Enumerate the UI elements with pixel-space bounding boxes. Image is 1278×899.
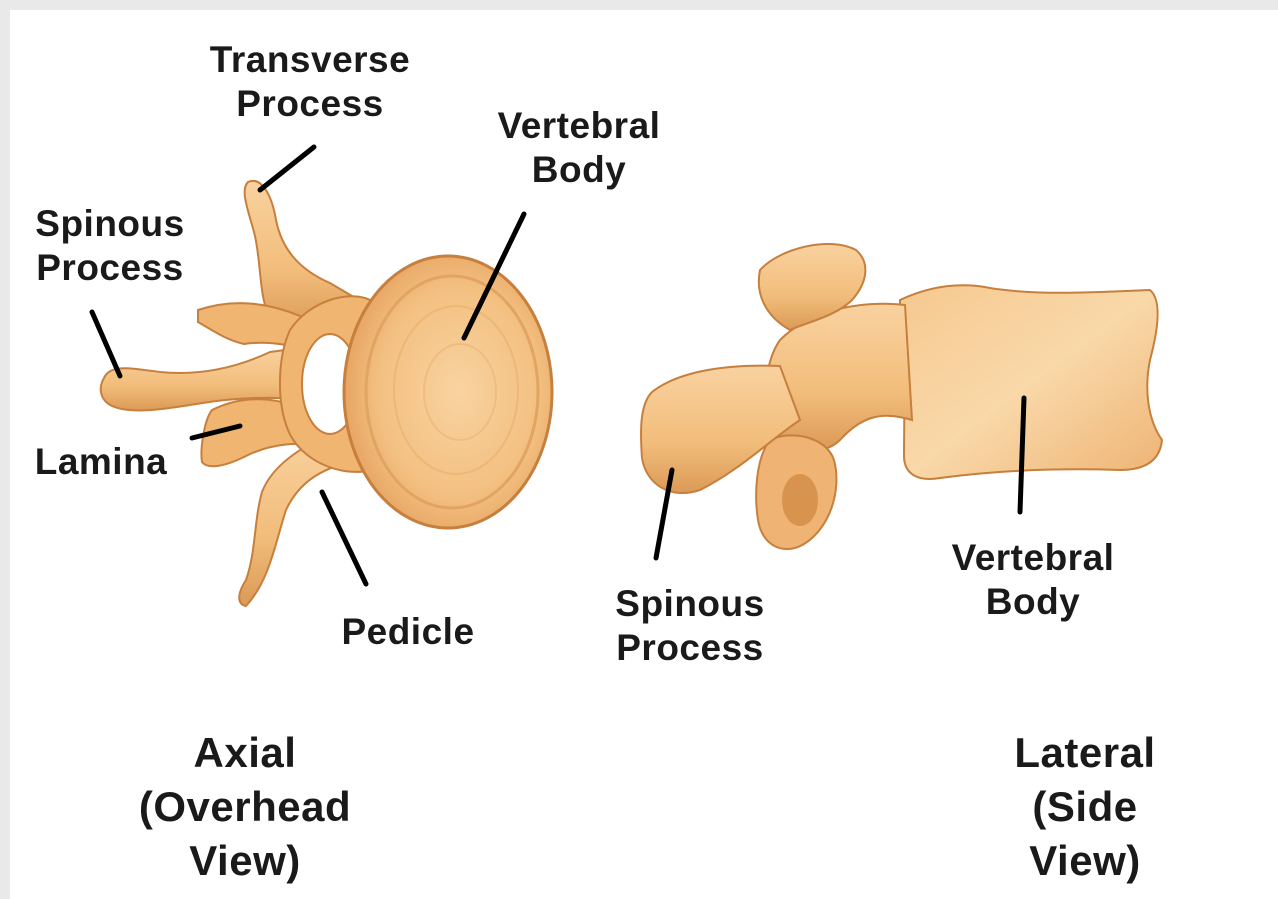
leader-pedicle bbox=[322, 492, 366, 584]
caption-lateral-view: Lateral (Side View) bbox=[970, 726, 1200, 887]
label-pedicle: Pedicle bbox=[318, 610, 498, 654]
label-lamina: Lamina bbox=[16, 440, 186, 484]
leader-transverse-process bbox=[260, 147, 314, 190]
label-vertebral-body-axial: Vertebral Body bbox=[474, 104, 684, 193]
lateral-facet-shadow bbox=[782, 474, 818, 526]
label-transverse-process: Transverse Process bbox=[190, 38, 430, 127]
lateral-vertebra bbox=[641, 244, 1162, 549]
label-spinous-process-axial: Spinous Process bbox=[10, 202, 210, 291]
leader-spinous-process-axial bbox=[92, 312, 120, 376]
lateral-vertebral-body bbox=[900, 285, 1162, 479]
axial-vertebral-body bbox=[344, 256, 552, 528]
label-spinous-process-lateral: Spinous Process bbox=[590, 582, 790, 671]
label-vertebral-body-lateral: Vertebral Body bbox=[928, 536, 1138, 625]
caption-axial-view: Axial (Overhead View) bbox=[110, 726, 380, 887]
